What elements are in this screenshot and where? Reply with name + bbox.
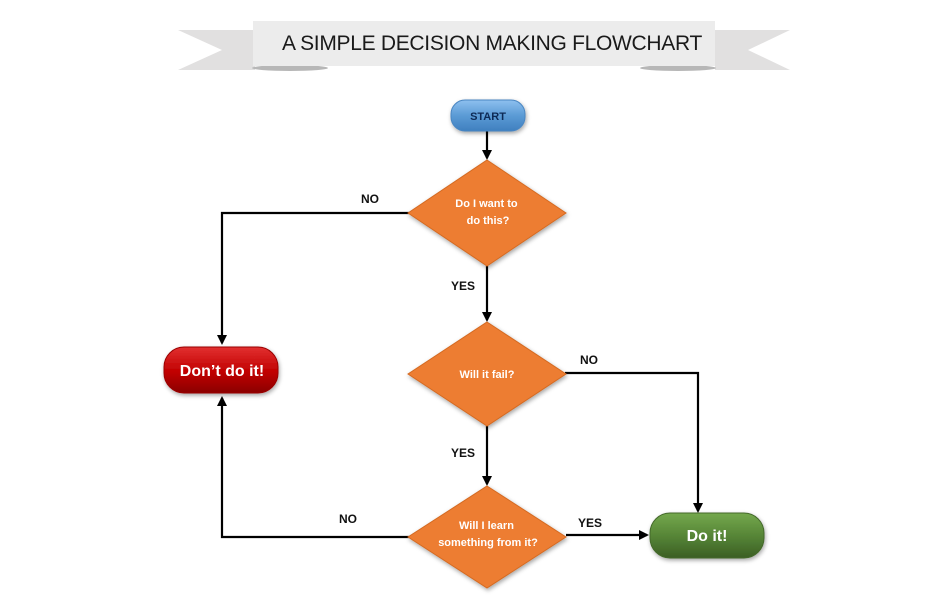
page-title: A SIMPLE DECISION MAKING FLOWCHART [282,32,702,55]
label-learn-yes: YES [578,516,602,530]
decision-want-line-1: Do I want to [455,198,518,210]
decision-learn-line-1: Will I learn [459,520,514,532]
banner-left-fold [252,65,328,71]
decision-learn-node: Will I learn something from it? [407,485,567,589]
decision-want-node: Do I want to do this? [407,159,567,267]
banner-right-tail [715,30,790,70]
decision-fail-shape [407,321,567,427]
decision-learn-line-2: something from it? [438,537,538,549]
banner-right-fold [640,65,716,71]
title-banner: A SIMPLE DECISION MAKING FLOWCHART [178,21,790,71]
decision-want-line-2: do this? [467,215,510,227]
do-node: Do it! [649,512,765,559]
banner-left-tail [178,30,255,70]
start-label: START [470,111,506,123]
label-learn-no: NO [339,512,357,526]
edge-learn-no [217,396,409,539]
dont-label: Don’t do it! [180,363,264,380]
do-shape [649,512,765,559]
banner-body [253,21,715,66]
edge-want-no [217,211,409,345]
do-label: Do it! [687,528,728,545]
dont-shape [163,346,279,394]
edge-fail-no [565,371,703,513]
decision-want-shape [407,159,567,267]
decision-fail-label: Will it fail? [460,369,515,381]
label-want-yes: YES [451,279,475,293]
start-node: START [450,99,526,132]
label-fail-yes: YES [451,446,475,460]
decision-learn-shape [407,485,567,589]
label-want-no: NO [361,192,379,206]
dont-node: Don’t do it! [163,346,279,394]
connectors [217,131,703,540]
decision-learn-label: Will I learn something from it? [438,520,538,549]
label-fail-no: NO [580,353,598,367]
decision-fail-node: Will it fail? [407,321,567,427]
decision-want-label: Do I want to do this? [455,198,520,227]
start-shape [450,99,526,132]
